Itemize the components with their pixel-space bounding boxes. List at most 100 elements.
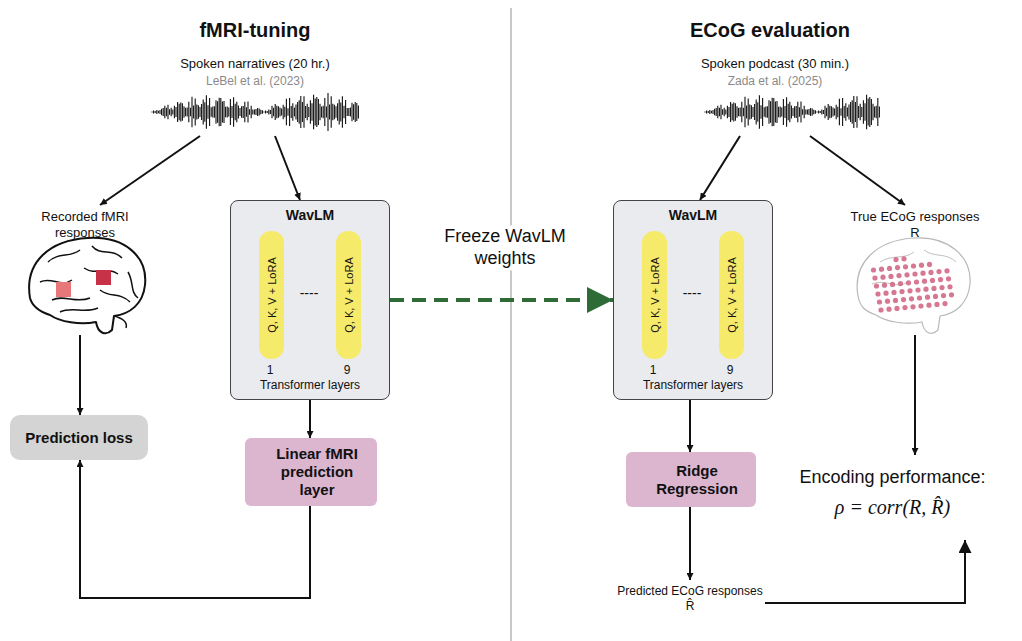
waveform-stroke xyxy=(318,99,319,125)
waveform-stroke xyxy=(180,102,181,121)
waveform-stroke xyxy=(868,99,869,126)
electrode xyxy=(879,267,884,272)
waveform-stroke xyxy=(153,111,154,114)
waveform-stroke xyxy=(303,96,304,128)
waveform-stroke xyxy=(268,110,269,115)
waveform-stroke xyxy=(310,100,311,123)
electrode xyxy=(942,301,947,306)
waveform-stroke xyxy=(821,110,822,115)
electrode xyxy=(946,276,951,281)
waveform-stroke xyxy=(171,108,172,117)
node-text: Ridge Regression xyxy=(644,462,750,498)
waveform-stroke xyxy=(754,104,755,120)
waveform-stroke xyxy=(331,96,332,127)
waveform-stroke xyxy=(815,110,816,113)
waveform-stroke xyxy=(281,108,282,115)
electrode xyxy=(887,266,892,271)
waveform-stroke xyxy=(733,102,734,121)
electrode xyxy=(944,268,949,273)
electrode xyxy=(910,304,915,309)
waveform-stroke xyxy=(876,106,877,119)
waveform-stroke xyxy=(340,102,341,121)
electrode xyxy=(922,279,927,284)
waveform-stroke xyxy=(768,100,769,124)
waveform-stroke xyxy=(299,100,300,123)
waveform-stroke xyxy=(717,106,718,118)
electrode xyxy=(927,262,932,267)
waveform-stroke xyxy=(223,101,224,123)
waveform-stroke xyxy=(247,102,248,123)
electrode xyxy=(914,279,919,284)
waveform-stroke xyxy=(848,105,849,120)
waveform-stroke xyxy=(791,106,792,119)
electrode xyxy=(874,283,879,288)
waveform-stroke xyxy=(858,106,859,118)
waveform-stroke xyxy=(158,111,159,113)
waveform-stroke xyxy=(265,111,266,114)
electrode xyxy=(890,282,895,287)
waveform-stroke xyxy=(719,108,720,116)
waveform-stroke xyxy=(244,102,245,122)
waveform-stroke xyxy=(775,102,776,123)
waveform xyxy=(705,95,879,130)
waveform-stroke xyxy=(188,102,189,123)
waveform-stroke xyxy=(193,106,194,119)
waveform-stroke xyxy=(724,108,725,117)
waveform-stroke xyxy=(831,106,832,118)
node-text: LeBel et al. (2023) xyxy=(206,74,304,88)
electrode xyxy=(911,263,916,268)
waveform-stroke xyxy=(243,106,244,118)
edge-label: Freeze WavLM weights xyxy=(417,225,593,270)
waveform-stroke xyxy=(183,106,184,117)
waveform-stroke xyxy=(231,106,232,118)
electrode xyxy=(926,303,931,308)
waveform-stroke xyxy=(151,111,152,112)
flow-arrow xyxy=(700,136,740,200)
waveform-stroke xyxy=(730,102,731,122)
waveform-stroke xyxy=(706,111,707,114)
waveform-stroke xyxy=(751,105,752,119)
regression-box: Ridge Regression xyxy=(626,452,756,507)
waveform-stroke xyxy=(353,104,354,119)
waveform-stroke xyxy=(228,107,229,116)
electrode xyxy=(877,299,882,304)
brain-recording: True ECoG responses R xyxy=(845,205,985,335)
waveform-stroke xyxy=(332,104,333,120)
electrode xyxy=(895,265,900,270)
waveform-stroke xyxy=(297,102,298,122)
waveform-stroke xyxy=(319,104,320,120)
waveform-stroke xyxy=(762,98,763,126)
waveform-stroke xyxy=(321,106,322,117)
waveform-stroke xyxy=(772,98,773,126)
waveform-stroke xyxy=(155,111,156,113)
waveform-stroke xyxy=(786,97,787,127)
node-text: Recorded fMRI responses xyxy=(20,209,150,242)
node-text: WavLM xyxy=(669,207,717,223)
waveform-stroke xyxy=(164,106,165,118)
waveform-stroke xyxy=(792,108,793,116)
waveform-stroke xyxy=(863,100,864,123)
waveform-stroke xyxy=(283,105,284,120)
waveform-stroke xyxy=(191,97,192,127)
waveform-stroke xyxy=(829,106,830,118)
electrode xyxy=(939,285,944,290)
prediction-output: Predicted ECoG responses R̂ xyxy=(615,580,765,625)
waveform-stroke xyxy=(736,106,737,117)
electrode xyxy=(928,270,933,275)
waveform-stroke xyxy=(720,105,721,119)
waveform-stroke xyxy=(203,100,204,125)
waveform-stroke xyxy=(196,105,197,120)
electrode xyxy=(934,302,939,307)
waveform-stroke xyxy=(343,106,344,118)
flow-arrow xyxy=(689,507,691,580)
waveform-stroke xyxy=(860,104,861,120)
freeze-arrow xyxy=(390,298,613,302)
electrode xyxy=(930,278,935,283)
waveform-stroke xyxy=(302,102,303,122)
electrode xyxy=(909,296,914,301)
waveform-stroke xyxy=(337,103,338,120)
waveform-stroke xyxy=(275,104,276,120)
waveform-stroke xyxy=(728,107,729,117)
waveform-stroke xyxy=(773,98,774,126)
waveform-stroke xyxy=(207,105,208,118)
